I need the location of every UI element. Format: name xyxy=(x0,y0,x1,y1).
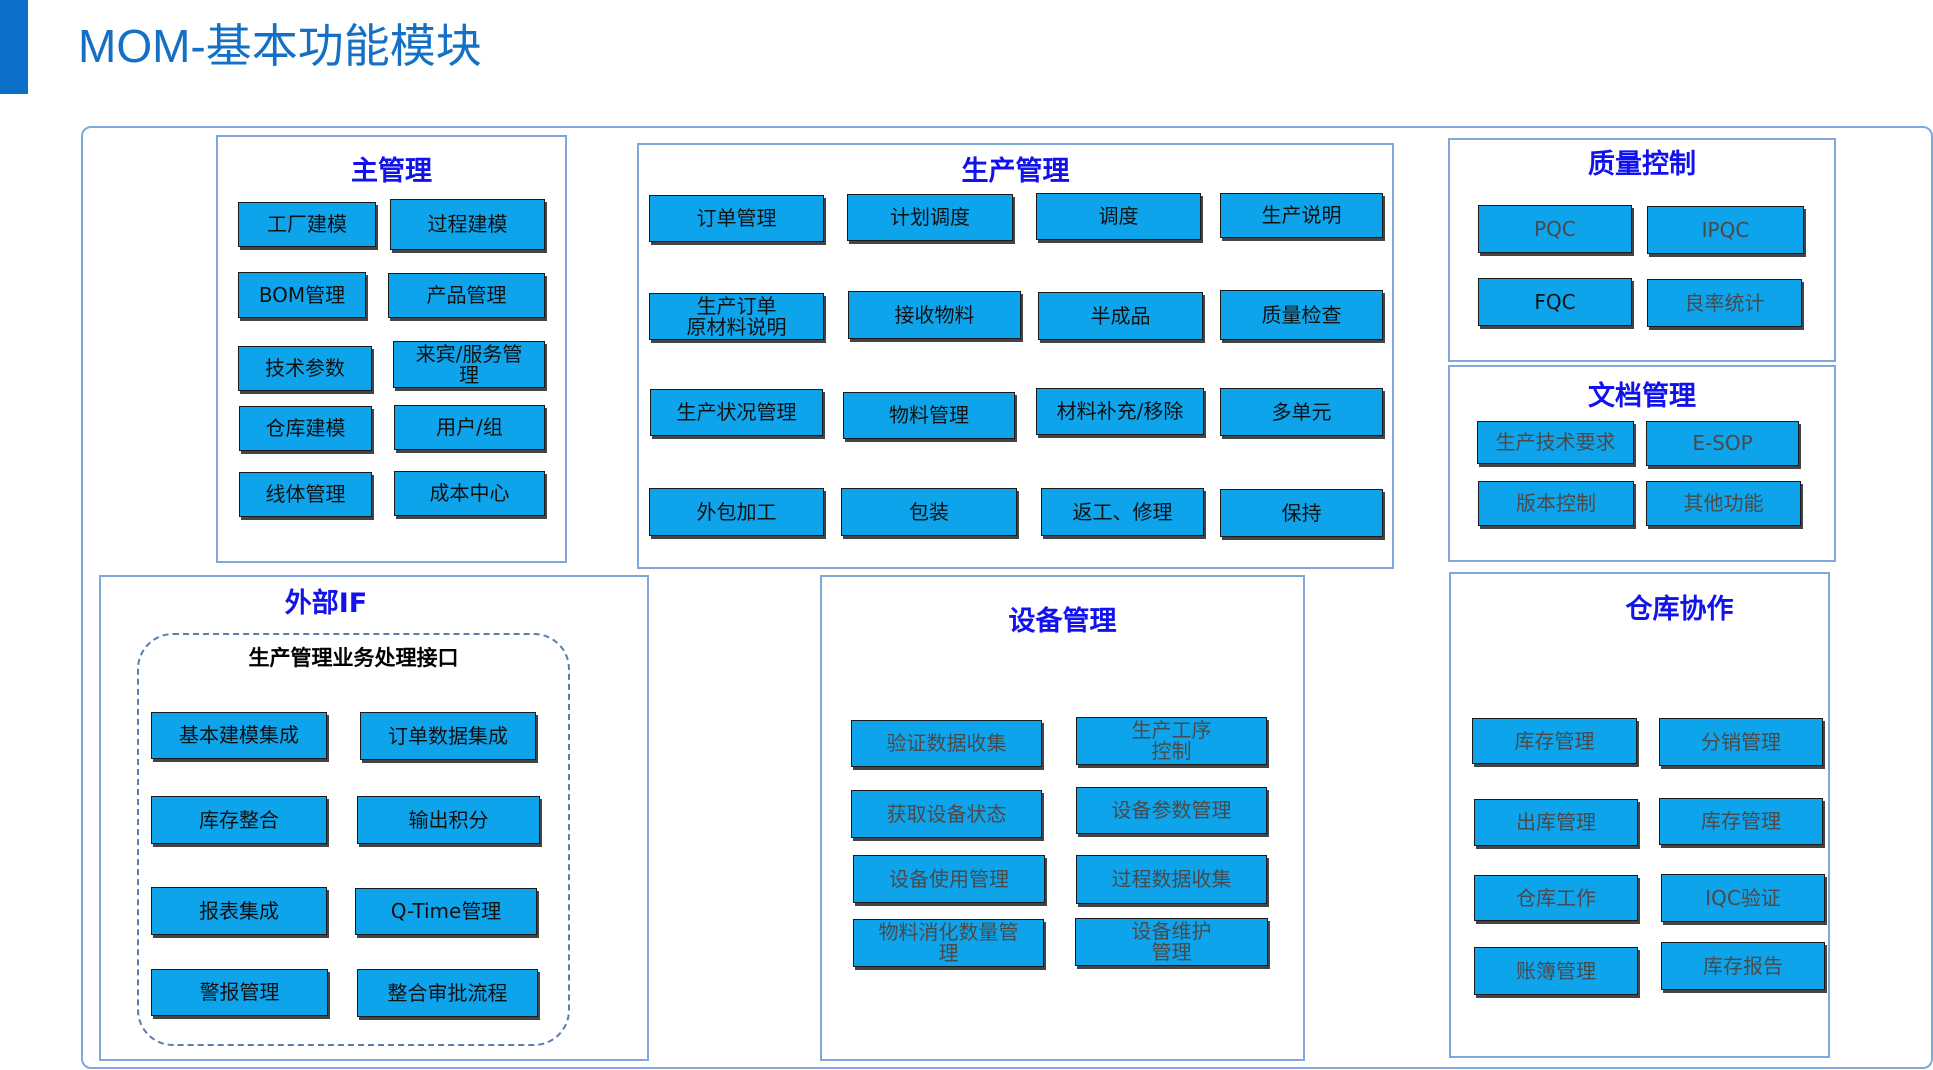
production-item-plan-schedule[interactable]: 计划调度 xyxy=(847,194,1013,241)
panel-title-production: 生产管理 xyxy=(961,156,1070,187)
production-item-order-material[interactable]: 生产订单 原材料说明 xyxy=(649,293,824,340)
warehouse-item-distribution[interactable]: 分销管理 xyxy=(1659,718,1823,766)
master-item-line[interactable]: 线体管理 xyxy=(239,472,372,517)
quality-item-yield-stats[interactable]: 良率统计 xyxy=(1647,279,1802,327)
master-item-cost-center[interactable]: 成本中心 xyxy=(394,471,545,516)
production-item-receive-material[interactable]: 接收物料 xyxy=(848,291,1021,339)
panel-document: 文档管理 xyxy=(1448,365,1836,562)
master-item-bom[interactable]: BOM管理 xyxy=(238,272,366,318)
warehouse-item-outbound[interactable]: 出库管理 xyxy=(1474,799,1638,846)
panel-title-warehouse: 仓库协作 xyxy=(1625,594,1734,625)
master-item-product[interactable]: 产品管理 xyxy=(388,273,545,318)
production-item-instruction[interactable]: 生产说明 xyxy=(1220,193,1383,238)
panel-title-quality: 质量控制 xyxy=(1588,149,1696,180)
external-item-inventory[interactable]: 库存整合 xyxy=(151,796,327,844)
equipment-item-material-consumption[interactable]: 物料消化数量管 理 xyxy=(853,919,1044,967)
document-item-other[interactable]: 其他功能 xyxy=(1646,481,1801,526)
outer-frame xyxy=(81,126,1933,1069)
panel-warehouse: 仓库协作 xyxy=(1449,572,1830,1058)
panel-title-external: 外部IF xyxy=(284,588,368,619)
panel-master: 主管理 xyxy=(216,135,567,563)
interface-group xyxy=(137,633,570,1046)
panel-title-master: 主管理 xyxy=(351,156,432,187)
master-item-factory-modeling[interactable]: 工厂建模 xyxy=(238,202,376,247)
external-item-approval-flow[interactable]: 整合审批流程 xyxy=(357,969,538,1017)
warehouse-item-ledger[interactable]: 账簿管理 xyxy=(1474,947,1638,995)
master-item-process-modeling[interactable]: 过程建模 xyxy=(390,199,545,250)
production-item-packaging[interactable]: 包装 xyxy=(841,488,1017,536)
production-item-rework-repair[interactable]: 返工、修理 xyxy=(1041,488,1204,536)
quality-item-pqc[interactable]: PQC xyxy=(1478,205,1632,253)
panel-title-document: 文档管理 xyxy=(1588,381,1696,412)
external-item-output-points[interactable]: 输出积分 xyxy=(357,796,540,844)
production-item-material-replenish[interactable]: 材料补充/移除 xyxy=(1036,388,1204,435)
equipment-item-process-control[interactable]: 生产工序 控制 xyxy=(1076,717,1267,765)
production-item-order[interactable]: 订单管理 xyxy=(649,195,824,242)
external-item-basic-modeling[interactable]: 基本建模集成 xyxy=(151,712,327,759)
warehouse-item-inventory-report[interactable]: 库存报告 xyxy=(1661,942,1825,990)
external-item-order-data[interactable]: 订单数据集成 xyxy=(360,712,536,760)
equipment-item-process-data[interactable]: 过程数据收集 xyxy=(1076,855,1267,904)
document-item-esop[interactable]: E-SOP xyxy=(1646,421,1799,466)
quality-item-ipqc[interactable]: IPQC xyxy=(1647,206,1804,254)
panel-external: 外部IF xyxy=(99,575,649,1061)
equipment-item-status[interactable]: 获取设备状态 xyxy=(851,790,1042,838)
equipment-item-usage[interactable]: 设备使用管理 xyxy=(853,855,1045,903)
panel-production: 生产管理 xyxy=(637,143,1394,569)
page-title: MOM-基本功能模块 xyxy=(78,20,482,72)
interface-group-title: 生产管理业务处理接口 xyxy=(248,646,459,670)
production-item-quality-check[interactable]: 质量检查 xyxy=(1220,290,1383,340)
equipment-item-params[interactable]: 设备参数管理 xyxy=(1076,787,1267,834)
panel-quality: 质量控制 xyxy=(1448,138,1836,362)
panel-equipment: 设备管理 xyxy=(820,575,1305,1061)
warehouse-item-iqc[interactable]: IQC验证 xyxy=(1661,874,1825,922)
external-item-reports[interactable]: 报表集成 xyxy=(151,887,327,935)
quality-item-fqc[interactable]: FQC xyxy=(1478,278,1632,326)
master-item-guest-service[interactable]: 来宾/服务管 理 xyxy=(393,341,545,388)
external-item-qtime[interactable]: Q-Time管理 xyxy=(355,888,537,935)
production-item-material-mgmt[interactable]: 物料管理 xyxy=(843,392,1015,439)
equipment-item-maintenance[interactable]: 设备维护 管理 xyxy=(1075,918,1268,966)
equipment-item-verify-data[interactable]: 验证数据收集 xyxy=(851,720,1042,767)
master-item-user-group[interactable]: 用户/组 xyxy=(394,405,545,450)
production-item-semi-finished[interactable]: 半成品 xyxy=(1038,292,1203,340)
production-item-hold[interactable]: 保持 xyxy=(1220,489,1383,537)
production-item-multi-unit[interactable]: 多单元 xyxy=(1220,388,1383,436)
document-item-tech-requirements[interactable]: 生产技术要求 xyxy=(1477,421,1634,464)
master-item-tech-params[interactable]: 技术参数 xyxy=(238,346,372,391)
external-item-alarm[interactable]: 警报管理 xyxy=(151,969,328,1016)
panel-title-equipment: 设备管理 xyxy=(1008,606,1117,637)
warehouse-item-inventory-2[interactable]: 库存管理 xyxy=(1659,798,1823,845)
title-accent-bar xyxy=(0,0,28,94)
warehouse-item-warehouse-work[interactable]: 仓库工作 xyxy=(1474,875,1638,921)
production-item-schedule[interactable]: 调度 xyxy=(1036,193,1201,240)
document-item-version-control[interactable]: 版本控制 xyxy=(1478,481,1634,526)
production-item-status[interactable]: 生产状况管理 xyxy=(650,389,823,436)
production-item-outsourcing[interactable]: 外包加工 xyxy=(649,488,824,536)
warehouse-item-inventory-1[interactable]: 库存管理 xyxy=(1472,718,1637,764)
master-item-warehouse-modeling[interactable]: 仓库建模 xyxy=(239,406,372,451)
